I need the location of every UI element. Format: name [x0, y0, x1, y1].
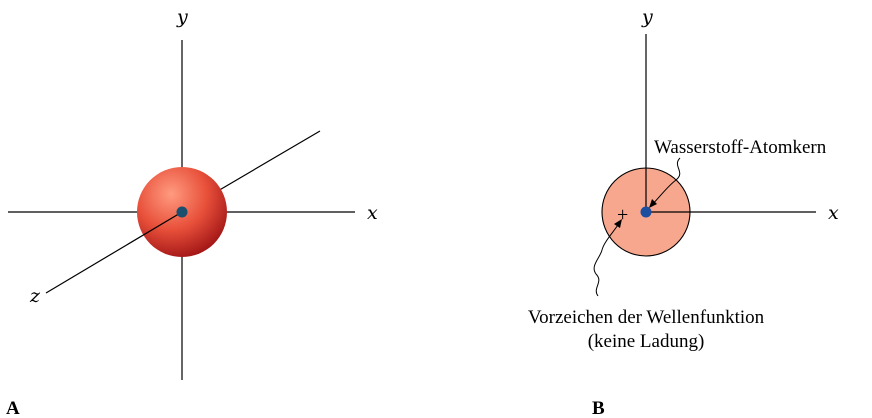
- panel-b-y-label: y: [641, 6, 653, 28]
- panel-a-label: A: [6, 398, 20, 418]
- panel-a-nucleus-dot: [177, 207, 188, 218]
- panel-a-z-label: z: [29, 285, 41, 307]
- panel-a: y x z A: [6, 6, 378, 418]
- panel-a-x-label: x: [367, 202, 378, 224]
- panel-b-nucleus-dot: [641, 207, 652, 218]
- panel-b-x-label: x: [828, 202, 839, 224]
- panel-b-label: B: [592, 398, 605, 418]
- panel-a-z-axis-front: [46, 212, 182, 293]
- panel-a-y-label: y: [176, 6, 188, 28]
- panel-b-nucleus-label: Wasserstoff-Atomkern: [654, 137, 827, 158]
- panel-b: + y x Wasserstoff-Atomkern Vorzeichen de…: [528, 6, 839, 418]
- panel-b-sign-label-line2: (keine Ladung): [588, 331, 705, 352]
- panel-b-sign-label-line1: Vorzeichen der Wellenfunktion: [528, 307, 765, 328]
